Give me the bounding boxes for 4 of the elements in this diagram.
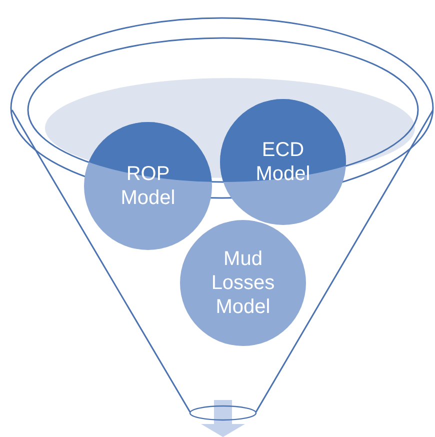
circle-label: ROP Model (120, 162, 176, 210)
circle-label: Mud Losses Model (210, 247, 276, 319)
circle-label: ECD Model (254, 138, 312, 186)
funnel-drawing (10, 17, 435, 421)
